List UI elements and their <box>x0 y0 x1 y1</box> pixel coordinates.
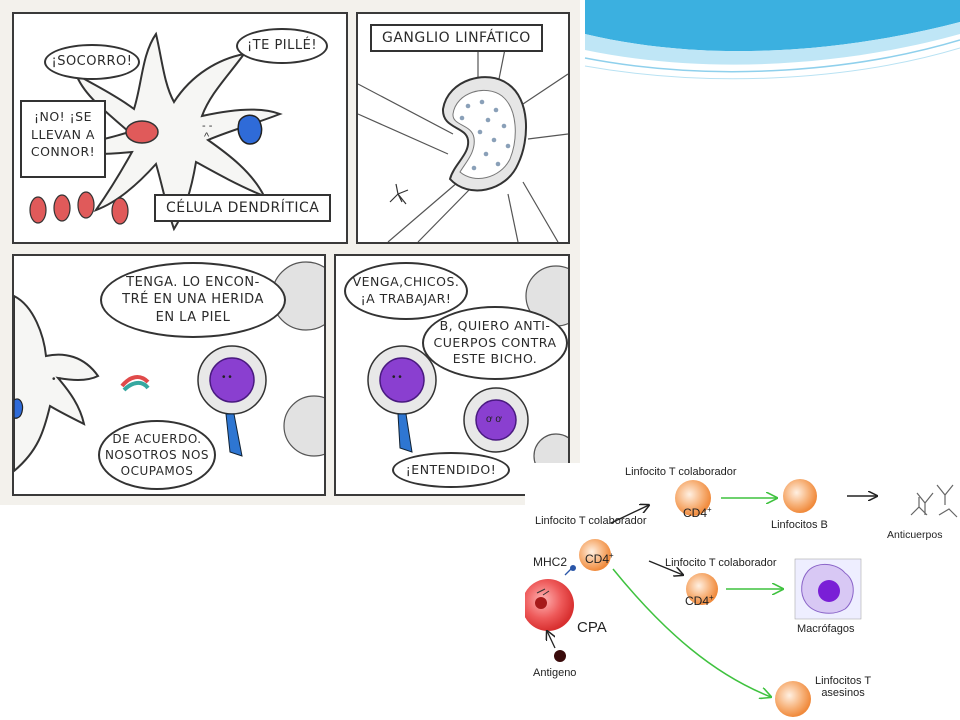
label-t-colaborador-left: Linfocito T colaborador <box>535 515 647 527</box>
label-macrofagos: Macrófagos <box>797 623 855 635</box>
svg-text:ơ ơ: ơ ơ <box>486 414 502 425</box>
linfocito-b-cell <box>783 479 817 513</box>
lymphocytes-illustration: • • ơ ơ <box>367 265 568 479</box>
caption-ganglio-linfatico: GANGLIO LINFÁTICO <box>370 24 543 52</box>
handoff-illustration: • • • • <box>14 261 324 473</box>
svg-text:• •: • • <box>392 372 402 383</box>
label-anticuerpos: Anticuerpos <box>887 529 943 541</box>
cd4-cell-top <box>675 480 711 516</box>
svg-text:- -: - - <box>202 120 213 132</box>
label-antigeno: Antigeno <box>533 667 577 679</box>
lymph-node-illustration <box>358 33 568 242</box>
cd4-cell-mid <box>686 573 718 605</box>
label-cpa: CPA <box>577 619 607 636</box>
speech-bubble-te-pille: ¡TE PILLÉ! <box>236 28 328 64</box>
apc-cell <box>525 579 574 631</box>
comic-panel-lymph-node: GANGLIO LINFÁTICO <box>356 12 570 244</box>
immune-response-diagram: Linfocito T colaborador Linfocito T cola… <box>525 463 960 720</box>
speech-bubble-socorro: ¡SOCORRO! <box>44 44 140 80</box>
speech-bubble-entendido: ¡ENTENDIDO! <box>392 452 510 488</box>
label-cd4-apc: CD4+ <box>585 551 614 566</box>
speech-bubble-tenga: TENGA. LO ENCON- TRÉ EN UNA HERIDA EN LA… <box>100 262 286 338</box>
label-mhc2: MHC2 <box>533 555 568 569</box>
speech-bubble-de-acuerdo: DE ACUERDO. NOSOTROS NOS OCUPAMOS <box>98 420 216 490</box>
svg-text:• •: • • <box>222 372 232 383</box>
caption-celula-dendritica: CÉLULA DENDRÍTICA <box>154 194 332 222</box>
decorative-swoosh <box>584 0 960 80</box>
svg-text:• •: • • <box>52 374 62 385</box>
speech-bubble-quiero: B, QUIERO ANTI- CUERPOS CONTRA ESTE BICH… <box>422 306 568 380</box>
comic-panel-handoff: • • • • TENGA. LO ENCON- TRÉ EN UNA HERI… <box>12 254 326 496</box>
macrophage-nucleus <box>818 580 840 602</box>
label-linfocitos-b: Linfocitos B <box>771 519 828 531</box>
cd4-cell-apc <box>579 539 611 571</box>
diagram-graphics <box>525 479 958 717</box>
label-t-colaborador-mid: Linfocito T colaborador <box>665 557 777 569</box>
svg-text:^: ^ <box>204 131 210 143</box>
label-cd4-mid: CD4+ <box>685 593 714 608</box>
comic-panel-orders: • • ơ ơ VENGA,CHICOS. ¡A TRABAJAR! B, QU… <box>334 254 570 496</box>
comic-panel-dendritic: - - ^ ¡SOCORRO! ¡TE PILLÉ! ¡NO! ¡SE LLEV… <box>12 12 348 244</box>
dendritic-cell-illustration: - - ^ <box>29 31 283 232</box>
label-t-asesinos: Linfocitos T asesinos <box>815 675 872 699</box>
label-t-colaborador-top: Linfocito T colaborador <box>625 466 737 478</box>
label-cd4-top: CD4+ <box>683 505 712 520</box>
speech-bubble-connor: ¡NO! ¡SE LLEVAN A CONNOR! <box>20 100 106 178</box>
t-asesino-cell <box>775 681 811 717</box>
speech-bubble-venga: VENGA,CHICOS. ¡A TRABAJAR! <box>344 262 468 320</box>
antigen-dot <box>554 650 566 662</box>
